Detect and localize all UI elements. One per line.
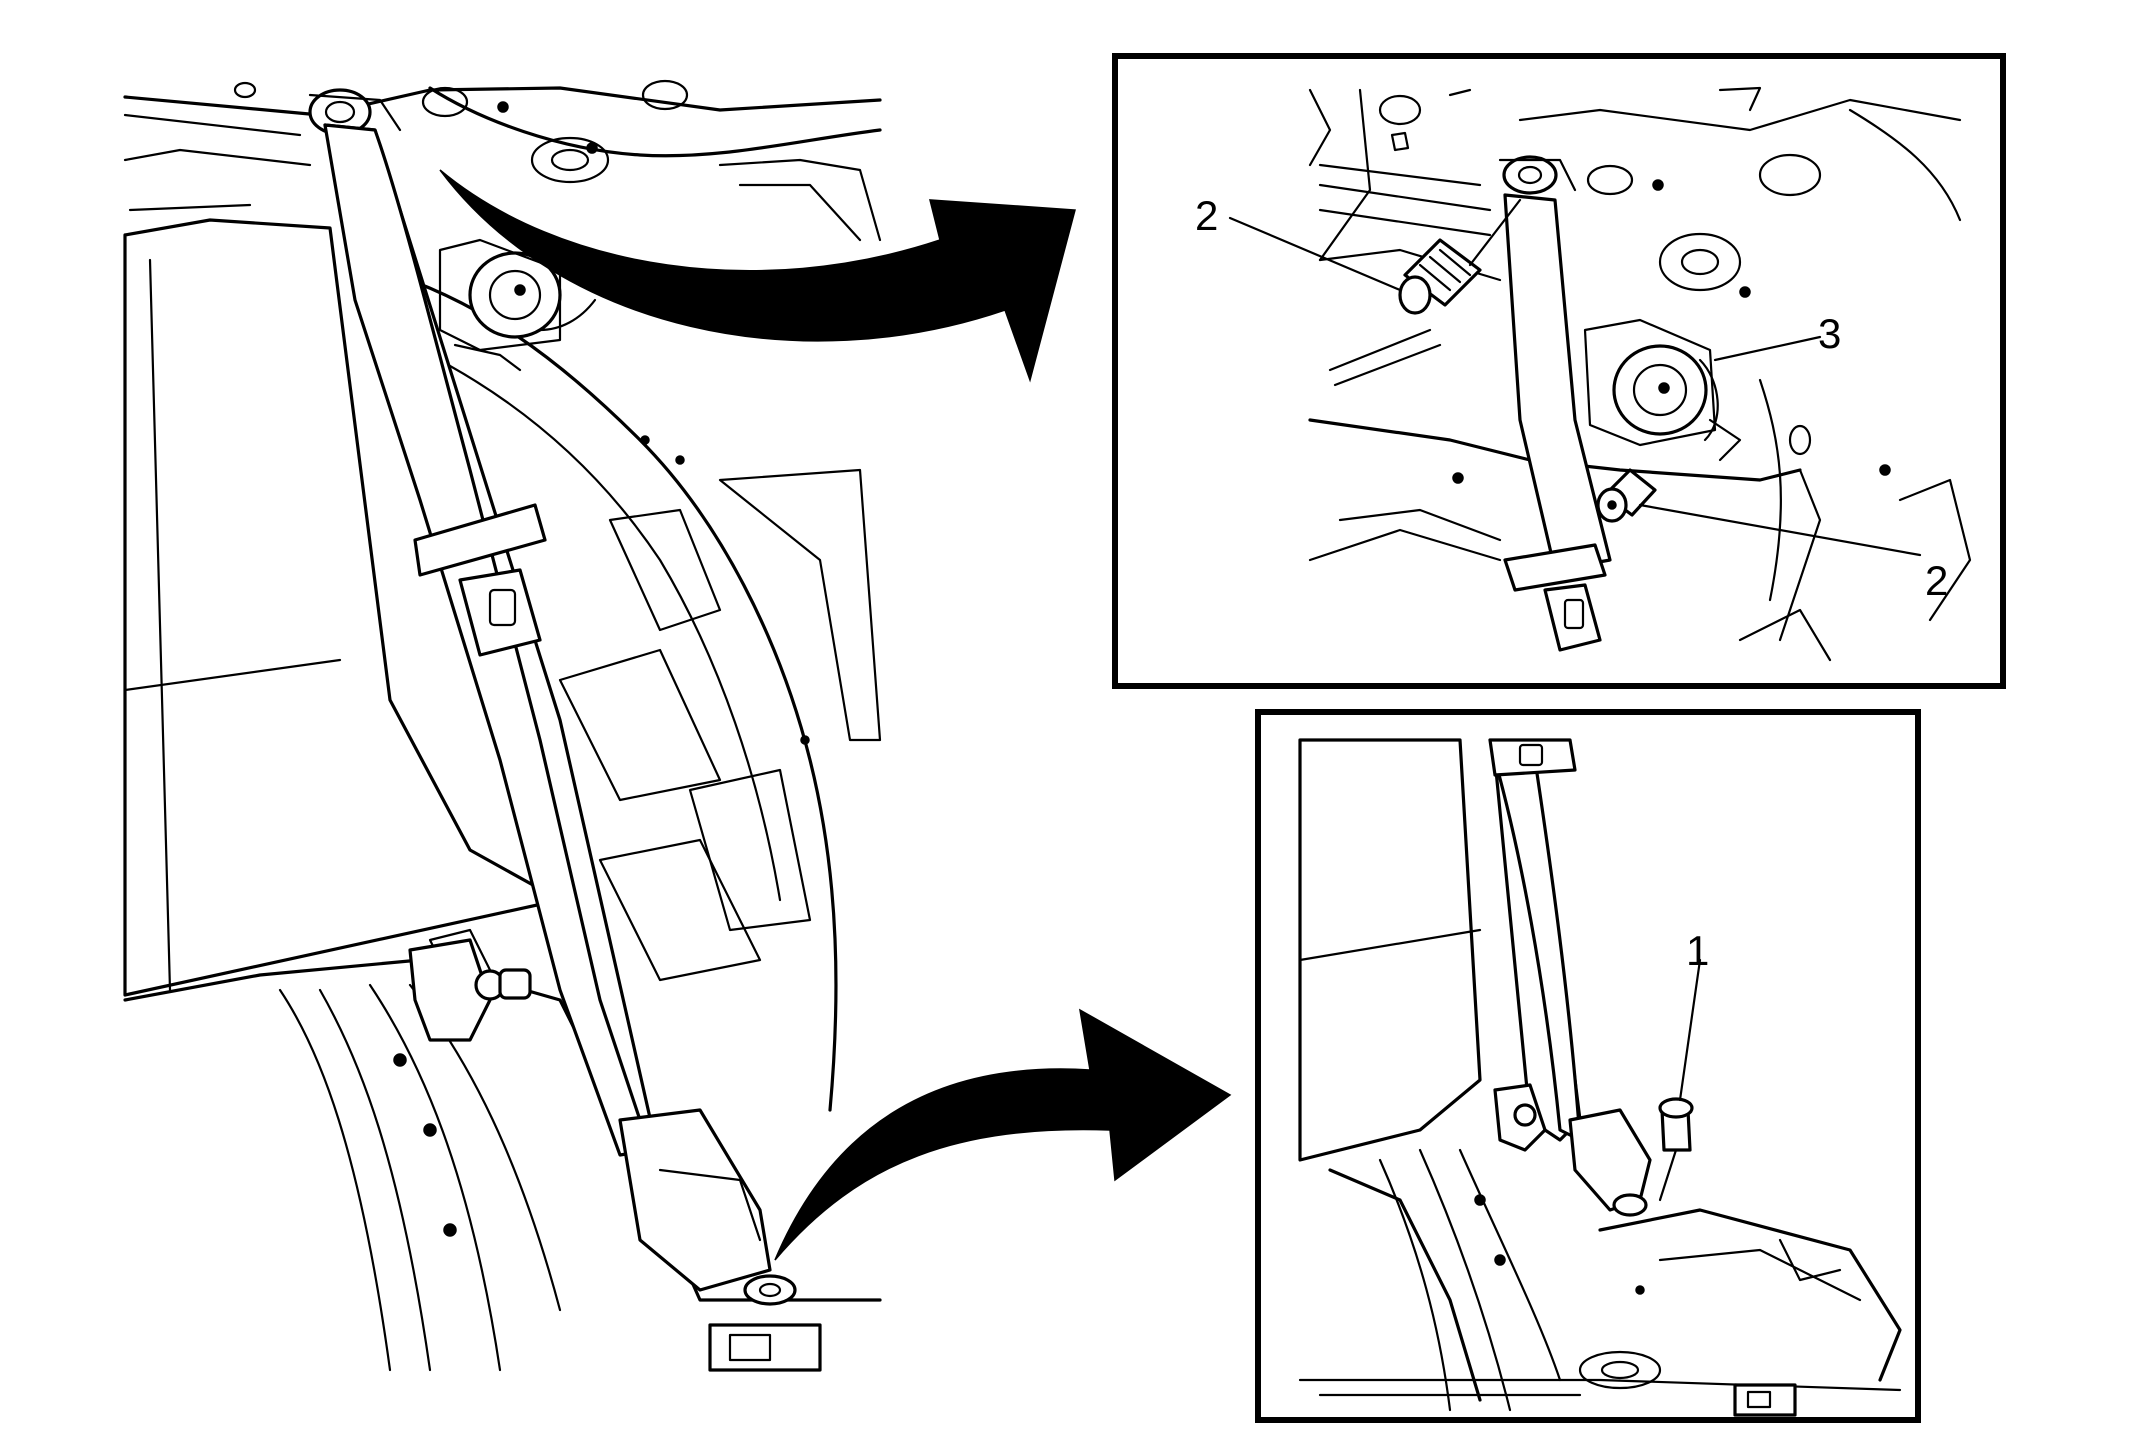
upper-anchor-main [308, 88, 402, 136]
retractor-main [438, 238, 597, 372]
callout-1-floor-bolt: 1 [1686, 927, 1709, 974]
callout-3-retractor: 3 [1818, 310, 1841, 357]
upper-anchor-bolt [1398, 198, 1522, 315]
arrow-to-upper-detail [439, 169, 1076, 383]
upper-detail-inset: 2 3 2 [1112, 53, 2006, 689]
arrow-to-lower-detail [774, 1008, 1232, 1261]
main-view [123, 79, 882, 1372]
callout-2-upper-bolt: 2 [1195, 192, 1218, 239]
callout-2-retractor-bolt: 2 [1925, 557, 1948, 604]
retractor-bolt [1596, 468, 1657, 523]
latch-plate-main [413, 503, 547, 657]
lower-detail-inset: 1 [1255, 709, 1921, 1423]
retractor-detail [1583, 318, 1742, 462]
floor-anchor-bolt [1658, 1097, 1694, 1202]
